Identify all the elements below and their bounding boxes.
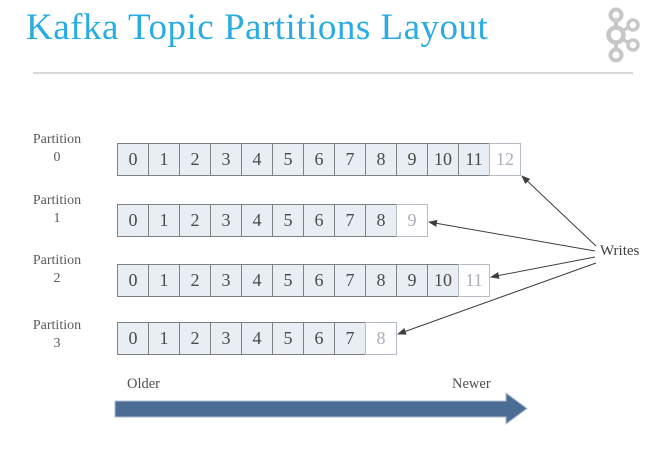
title-divider — [33, 72, 633, 74]
offset-cell: 7 — [334, 322, 366, 355]
offset-cell: 11 — [458, 143, 490, 176]
write-arrow-line — [490, 256, 596, 279]
offset-cell: 6 — [303, 204, 335, 237]
partition-word: Partition — [32, 253, 82, 268]
partition-word: Partition — [32, 132, 82, 147]
offset-cell: 0 — [117, 322, 149, 355]
offset-cell: 4 — [241, 322, 273, 355]
offset-cell: 3 — [210, 322, 242, 355]
offset-cell: 7 — [334, 143, 366, 176]
offset-cell: 3 — [210, 204, 242, 237]
offset-cell: 8 — [365, 264, 397, 297]
writes-label: Writes — [600, 243, 640, 259]
partition-word: Partition — [32, 318, 82, 333]
next-offset-cell: 8 — [365, 322, 397, 355]
offset-cell: 3 — [210, 143, 242, 176]
next-offset-cell: 12 — [489, 143, 521, 176]
offset-cell: 5 — [272, 322, 304, 355]
offset-cell: 10 — [427, 143, 459, 176]
offset-cell: 3 — [210, 264, 242, 297]
offset-cell: 4 — [241, 264, 273, 297]
timeline-arrow — [114, 392, 528, 425]
offset-cell: 2 — [179, 264, 211, 297]
write-arrow-line — [521, 175, 597, 247]
offset-cell: 6 — [303, 322, 335, 355]
offset-cell: 9 — [396, 264, 428, 297]
newer-label: Newer — [452, 376, 491, 392]
older-label: Older — [127, 376, 161, 392]
offset-cell: 6 — [303, 143, 335, 176]
offset-cell: 7 — [334, 204, 366, 237]
offset-cell: 7 — [334, 264, 366, 297]
offset-cell: 9 — [396, 143, 428, 176]
partition-number: 3 — [53, 335, 61, 351]
partition-label-3: Partition 3 — [14, 317, 100, 352]
offset-cell: 8 — [365, 143, 397, 176]
offset-cell: 1 — [148, 264, 180, 297]
offset-cell: 0 — [117, 204, 149, 237]
partition-word: Partition — [32, 193, 82, 208]
offset-cell: 5 — [272, 143, 304, 176]
next-offset-cell: 9 — [396, 204, 428, 237]
kafka-logo-icon — [606, 7, 640, 63]
offset-cell: 5 — [272, 264, 304, 297]
offset-cell: 2 — [179, 322, 211, 355]
partition-label-1: Partition 1 — [14, 192, 100, 227]
offset-cell: 0 — [117, 143, 149, 176]
offset-cell: 6 — [303, 264, 335, 297]
offset-cell: 1 — [148, 204, 180, 237]
offset-cell: 1 — [148, 322, 180, 355]
offset-cell: 10 — [427, 264, 459, 297]
offset-cell: 4 — [241, 143, 273, 176]
offset-cell: 0 — [117, 264, 149, 297]
offset-cell: 5 — [272, 204, 304, 237]
partition-label-2: Partition 2 — [14, 252, 100, 287]
offset-cell: 4 — [241, 204, 273, 237]
partition-number: 2 — [53, 270, 61, 286]
page-title: Kafka Topic Partitions Layout — [26, 7, 489, 48]
offset-cell: 1 — [148, 143, 180, 176]
partition-number: 0 — [53, 149, 61, 165]
next-offset-cell: 11 — [458, 264, 490, 297]
partition-label-0: Partition 0 — [14, 131, 100, 166]
partition-number: 1 — [53, 210, 61, 226]
offset-cell: 2 — [179, 204, 211, 237]
write-arrow-line — [428, 219, 596, 252]
offset-cell: 8 — [365, 204, 397, 237]
offset-cell: 2 — [179, 143, 211, 176]
